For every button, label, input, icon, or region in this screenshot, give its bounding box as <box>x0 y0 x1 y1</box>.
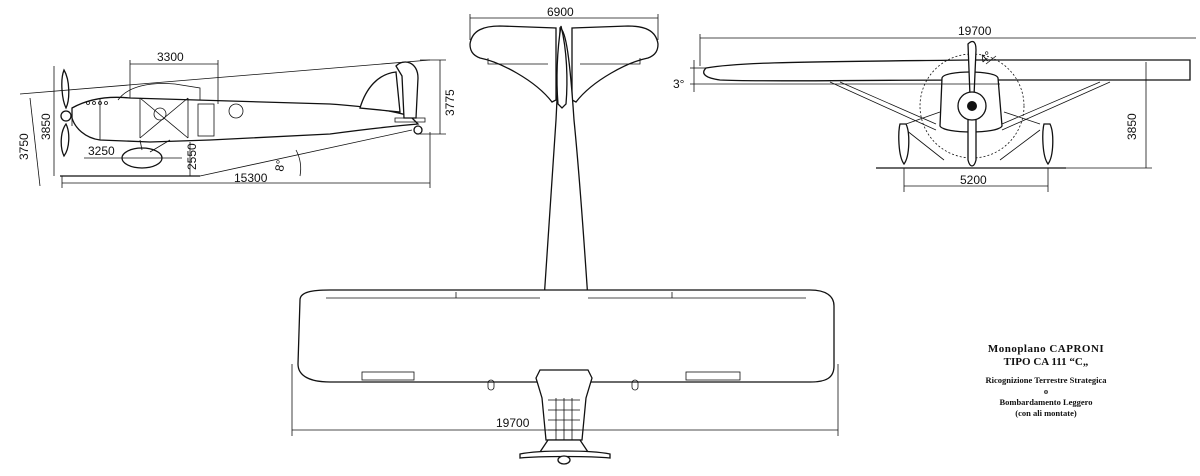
top-aileron-left <box>361 371 415 381</box>
top-wing <box>297 289 835 383</box>
front-gear-struts <box>905 111 1041 161</box>
top-fin <box>556 25 568 109</box>
top-cowl <box>538 439 590 453</box>
side-view: 3300 3250 15300 2550 3850 3750 3775 8° <box>17 50 457 188</box>
side-tailwheel <box>413 125 423 135</box>
dim-line-prop-angle <box>985 55 997 65</box>
top-spinner <box>557 455 571 465</box>
dim-dihedral: 3° <box>673 77 685 91</box>
side-fin <box>359 71 401 113</box>
side-porthole <box>228 103 244 119</box>
side-canopy <box>117 83 201 101</box>
top-fairing-right <box>631 379 639 391</box>
top-propeller <box>519 450 611 459</box>
front-wing <box>703 59 1191 82</box>
dim-height-left: 3850 <box>39 113 53 140</box>
side-struts <box>139 97 189 139</box>
top-fairing-left <box>487 379 495 391</box>
dim-gear: 2550 <box>185 143 199 170</box>
caption-role-1: Ricognizione Terrestre Strategica <box>985 375 1107 385</box>
front-wheel-left <box>898 123 910 166</box>
title-block: Monoplano CAPRONI TIPO CA 111 “C„ Ricogn… <box>956 343 1136 419</box>
front-wheel-right <box>1042 123 1054 166</box>
dim-length: 15300 <box>234 171 268 185</box>
dim-angle: 8° <box>272 159 288 173</box>
dim-top-span: 19700 <box>496 416 530 430</box>
top-aileron-right <box>685 371 741 381</box>
dim-height-outer: 3750 <box>17 133 31 160</box>
top-view: 6900 19700 <box>291 5 839 465</box>
caption-note: (con ali montate) <box>1015 408 1077 418</box>
caption-role-2: Bombardamento Leggero <box>999 397 1093 407</box>
dim-lower: 3250 <box>88 144 115 158</box>
caption-type: TIPO CA 111 “C„ <box>1003 356 1089 368</box>
dim-line-angle <box>199 129 413 177</box>
side-gear-struts <box>139 139 171 153</box>
top-flaps-front <box>326 292 806 299</box>
side-spinner <box>60 110 72 122</box>
dim-front-height: 3850 <box>1125 113 1139 140</box>
dim-track: 5200 <box>960 173 987 187</box>
dim-top: 3300 <box>157 50 184 64</box>
front-wing-struts <box>829 81 1111 131</box>
dim-tailplane: 6900 <box>547 5 574 19</box>
front-view: 19700 3° 5200 3850 4° <box>673 24 1196 192</box>
dim-front-span: 19700 <box>958 24 992 38</box>
dim-line-height-outer <box>29 97 41 187</box>
top-elevators <box>487 58 641 65</box>
side-door <box>197 103 215 137</box>
caption-title: Monoplano CAPRONI <box>987 343 1105 355</box>
side-tailplane <box>394 117 426 123</box>
dim-tail: 3775 <box>443 89 457 116</box>
caption-or: o <box>1043 386 1049 396</box>
side-windows <box>86 101 108 105</box>
side-cowl <box>71 99 101 140</box>
dim-arc-angle <box>295 149 302 177</box>
front-propeller <box>967 40 977 167</box>
front-hub <box>967 101 977 111</box>
dim-line-datum <box>19 59 431 95</box>
side-propeller <box>60 68 70 158</box>
side-roundel <box>153 107 167 121</box>
